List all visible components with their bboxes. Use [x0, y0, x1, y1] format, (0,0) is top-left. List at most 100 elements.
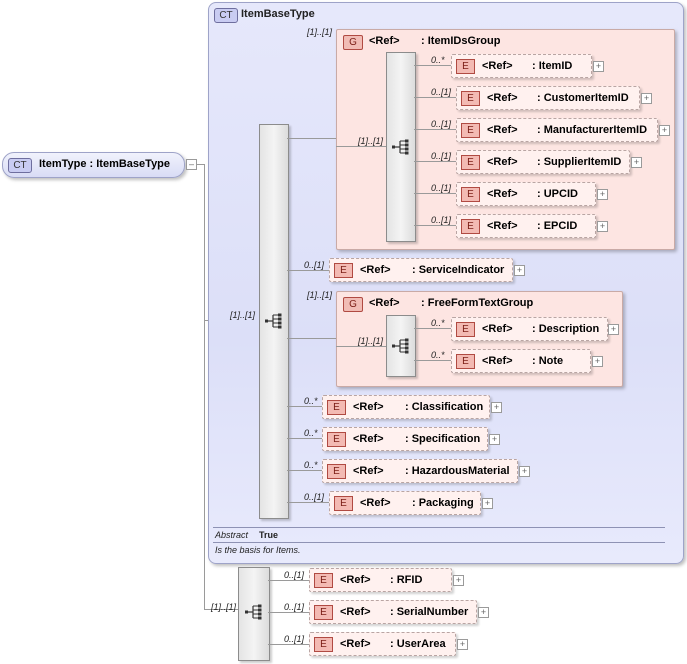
ref-label: <Ref> — [369, 35, 400, 47]
connector — [287, 438, 322, 439]
expand-icon[interactable]: + — [489, 434, 500, 445]
expand-icon[interactable]: + — [519, 466, 530, 477]
divider — [213, 527, 665, 528]
sequence-compositor[interactable] — [386, 52, 416, 242]
group-icon: G — [343, 35, 363, 50]
ref-label: <Ref> — [340, 606, 371, 618]
element-icon: E — [327, 432, 346, 447]
cardinality: [1]..[1] — [358, 136, 384, 146]
group-icon: G — [343, 297, 363, 312]
ref-label: <Ref> — [487, 124, 518, 136]
connector — [414, 360, 451, 361]
element-supplier-item-id[interactable]: E <Ref> : SupplierItemID — [456, 150, 630, 174]
sequence-compositor[interactable] — [238, 567, 270, 661]
abstract-label: Abstract — [215, 530, 249, 540]
ref-label: <Ref> — [482, 323, 513, 335]
connector — [287, 338, 336, 339]
element-item-id[interactable]: E <Ref> : ItemID — [451, 54, 592, 78]
sequence-compositor[interactable] — [259, 124, 289, 519]
element-name: : ManufacturerItemID — [537, 124, 648, 136]
element-name: : UPCID — [537, 188, 578, 200]
connector — [336, 146, 386, 147]
cardinality: 0..[1] — [304, 260, 325, 270]
ref-label: <Ref> — [340, 574, 371, 586]
abstract-value: True — [259, 530, 279, 540]
ref-label: <Ref> — [340, 638, 371, 650]
ref-label: <Ref> — [482, 60, 513, 72]
root-complex-type-node[interactable]: CT ItemType : ItemBaseType — [2, 152, 185, 178]
element-hazardous-material[interactable]: E <Ref> : HazardousMaterial — [322, 459, 518, 483]
expand-icon[interactable]: + — [597, 221, 608, 232]
expand-icon[interactable]: + — [491, 402, 502, 413]
element-icon: E — [334, 496, 353, 511]
element-epc-id[interactable]: E <Ref> : EPCID — [456, 214, 596, 238]
element-name: : UserArea — [390, 638, 446, 650]
element-name: : Classification — [405, 401, 484, 413]
expand-icon[interactable]: + — [514, 265, 525, 276]
divider — [213, 542, 665, 543]
cardinality: 0..[1] — [304, 492, 325, 502]
element-name: : EPCID — [537, 220, 578, 232]
element-packaging[interactable]: E <Ref> : Packaging — [329, 491, 481, 515]
connector — [287, 502, 329, 503]
expand-icon[interactable]: + — [457, 639, 468, 650]
collapse-icon[interactable]: – — [186, 159, 197, 170]
complex-type-icon: CT — [214, 8, 238, 23]
expand-icon[interactable]: + — [631, 157, 642, 168]
sequence-icon — [392, 139, 409, 155]
expand-icon[interactable]: + — [478, 607, 489, 618]
cardinality: 0..* — [431, 318, 445, 328]
expand-icon[interactable]: + — [597, 189, 608, 200]
cardinality: 0..[1] — [431, 215, 452, 225]
element-note[interactable]: E <Ref> : Note — [451, 349, 591, 373]
element-icon: E — [334, 263, 353, 278]
cardinality: 0..[1] — [431, 183, 452, 193]
element-specification[interactable]: E <Ref> : Specification — [322, 427, 488, 451]
expand-icon[interactable]: + — [592, 356, 603, 367]
connector — [336, 346, 386, 347]
element-name: : RFID — [390, 574, 423, 586]
element-description[interactable]: E <Ref> : Description — [451, 317, 608, 341]
connector — [414, 161, 456, 162]
element-user-area[interactable]: E <Ref> : UserArea — [309, 632, 456, 656]
cardinality: 0..* — [304, 460, 318, 470]
element-rfid[interactable]: E <Ref> : RFID — [309, 568, 452, 592]
expand-icon[interactable]: + — [641, 93, 652, 104]
element-name: : Packaging — [412, 497, 474, 509]
cardinality: 0..* — [431, 55, 445, 65]
element-classification[interactable]: E <Ref> : Classification — [322, 395, 490, 419]
element-name: : Specification — [405, 433, 481, 445]
sequence-icon — [392, 338, 409, 354]
element-customer-item-id[interactable]: E <Ref> : CustomerItemID — [456, 86, 640, 110]
ref-label: <Ref> — [353, 433, 384, 445]
ref-label: <Ref> — [360, 264, 391, 276]
expand-icon[interactable]: + — [453, 575, 464, 586]
cardinality: [1]..[1] — [307, 27, 333, 37]
sequence-icon — [245, 604, 262, 620]
element-icon: E — [314, 573, 333, 588]
element-service-indicator[interactable]: E <Ref> : ServiceIndicator — [329, 258, 513, 282]
expand-icon[interactable]: + — [482, 498, 493, 509]
base-type-title: ItemBaseType — [241, 8, 315, 20]
element-manufacturer-item-id[interactable]: E <Ref> : ManufacturerItemID — [456, 118, 658, 142]
group-name: : FreeFormTextGroup — [421, 297, 534, 309]
element-icon: E — [461, 123, 480, 138]
element-name: : Description — [532, 323, 600, 335]
connector — [287, 138, 336, 139]
element-serial-number[interactable]: E <Ref> : SerialNumber — [309, 600, 477, 624]
expand-icon[interactable]: + — [593, 61, 604, 72]
cardinality: 0..* — [431, 350, 445, 360]
sequence-compositor[interactable] — [386, 315, 416, 377]
cardinality: [1]..[1] — [358, 336, 384, 346]
element-icon: E — [327, 400, 346, 415]
ref-label: <Ref> — [353, 401, 384, 413]
cardinality: 0..[1] — [431, 119, 452, 129]
connector — [414, 225, 456, 226]
connector — [414, 193, 456, 194]
element-upc-id[interactable]: E <Ref> : UPCID — [456, 182, 596, 206]
expand-icon[interactable]: + — [659, 125, 670, 136]
cardinality: 0..* — [304, 396, 318, 406]
element-name: : HazardousMaterial — [405, 465, 510, 477]
element-name: : Note — [532, 355, 564, 367]
expand-icon[interactable]: + — [608, 324, 619, 335]
